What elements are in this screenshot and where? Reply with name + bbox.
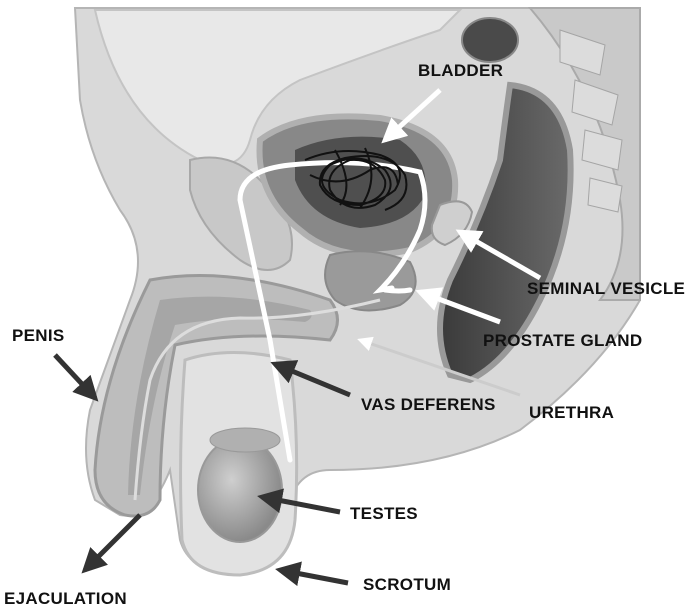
intestine	[462, 18, 518, 62]
label-ejaculation: EJACULATION	[4, 589, 127, 608]
arrow-scrotum	[280, 570, 348, 583]
arrow-penis	[55, 355, 95, 398]
label-penis: PENIS	[12, 326, 65, 345]
label-scrotum: SCROTUM	[363, 575, 451, 594]
ejaculatory-duct	[385, 290, 410, 291]
label-prostate-gland: PROSTATE GLAND	[483, 331, 642, 350]
label-bladder: BLADDER	[418, 61, 503, 80]
arrow-ejaculation	[85, 515, 140, 570]
epididymis	[210, 428, 280, 452]
label-vas-deferens: VAS DEFERENS	[361, 395, 496, 414]
label-seminal-vesicle: SEMINAL VESICLE	[527, 279, 685, 298]
testes-shape	[198, 438, 282, 542]
label-urethra: URETHRA	[529, 403, 614, 422]
label-testes: TESTES	[350, 504, 418, 523]
